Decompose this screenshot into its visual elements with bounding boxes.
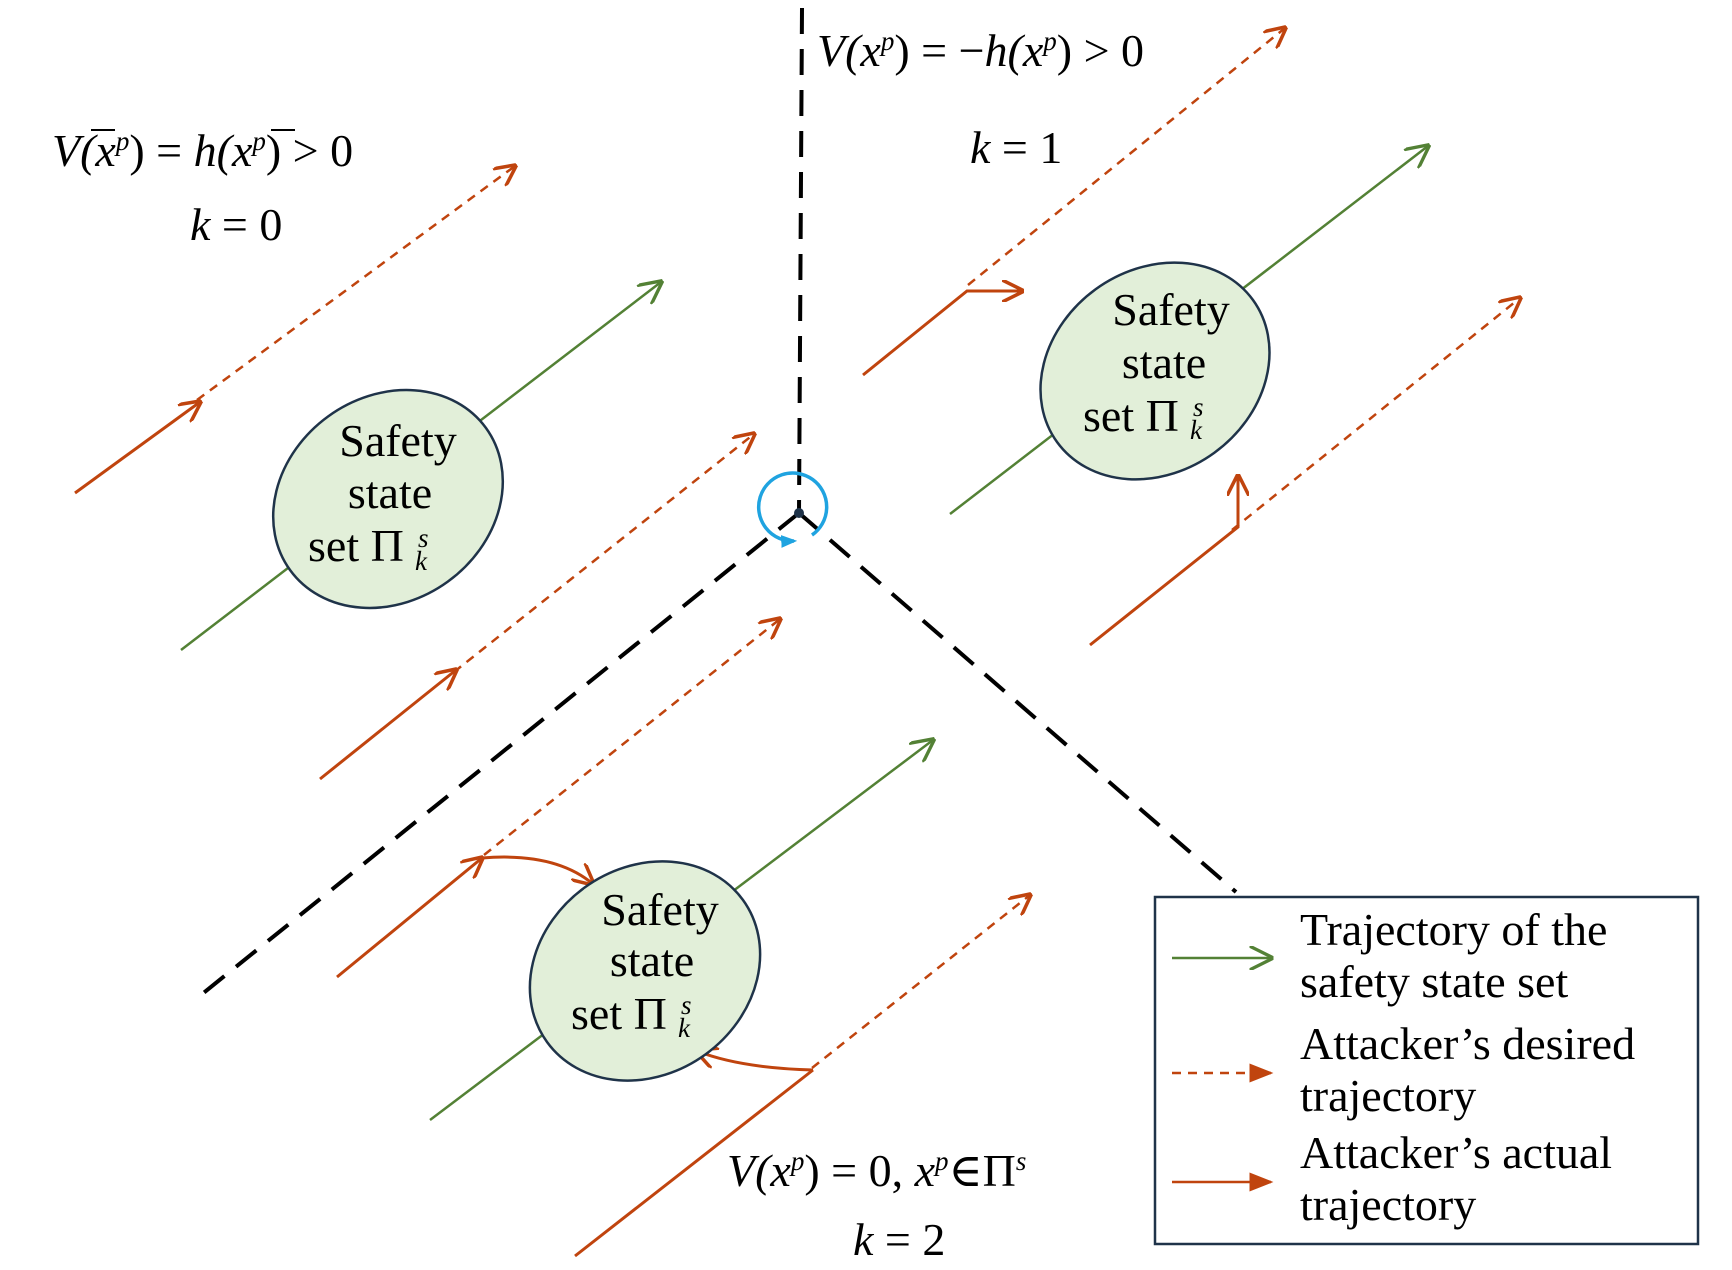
safety-set-label: Safety — [601, 884, 719, 935]
actual-trajectory — [336, 858, 482, 979]
safety-set-ellipse — [528, 860, 762, 1082]
svg-text:state: state — [610, 935, 694, 986]
safety-set-label: set Π — [1083, 390, 1179, 441]
legend-label: trajectory — [1300, 1179, 1476, 1230]
svg-text:Safety: Safety — [339, 415, 457, 466]
safety-set-ellipse — [1039, 261, 1271, 481]
desired-trajectory — [811, 895, 1030, 1069]
actual-trajectory — [697, 1051, 814, 1072]
safety-set-sup: s — [418, 523, 429, 553]
safety-set-label: set Π — [571, 988, 667, 1039]
legend-label: Attacker’s desired — [1300, 1018, 1635, 1069]
region-label-k0: V(xp) = h(xp) > 0 k = 0 — [52, 125, 353, 250]
actual-trajectory — [862, 291, 1022, 377]
safety-set-label: state — [610, 935, 694, 986]
safety-set-label: state — [1122, 337, 1206, 388]
safety-set-sup: s — [681, 990, 692, 1020]
condition-k1: V(xp) = −h(xp) > 0 — [817, 25, 1144, 76]
safety-set-label: Safety — [339, 415, 457, 466]
actual-trajectory — [1089, 476, 1238, 647]
rotation-icon — [756, 471, 829, 548]
svg-text:set Π: set Π — [571, 988, 667, 1039]
actual-trajectory — [574, 1068, 814, 1258]
region-label-k1: V(xp) = −h(xp) > 0 k = 1 — [817, 25, 1144, 173]
desired-trajectories — [196, 28, 1520, 1069]
desired-trajectory — [483, 619, 780, 856]
svg-text:state: state — [348, 467, 432, 518]
condition-k0: V(xp) = h(xp) > 0 — [52, 125, 353, 176]
svg-text:set Π: set Π — [308, 520, 404, 571]
legend: Trajectory of the safety state set Attac… — [1153, 895, 1700, 1246]
safety-set-sup: s — [1193, 392, 1204, 422]
safety-set-label: Safety — [1112, 284, 1230, 335]
safety-set-k1: Safety state set Π s k — [1039, 261, 1271, 481]
safety-set-sub: k — [1190, 415, 1203, 445]
legend-box — [1153, 895, 1700, 1246]
legend-label: safety state set — [1300, 956, 1568, 1007]
legend-label: Attacker’s actual — [1300, 1127, 1612, 1178]
safety-set-ellipse — [271, 388, 505, 610]
safety-set-sub: k — [415, 546, 428, 576]
svg-text:state: state — [1122, 337, 1206, 388]
desired-trajectory — [196, 166, 515, 402]
safety-set-sub: k — [678, 1013, 691, 1043]
actual-trajectories — [74, 291, 1238, 1258]
safety-set-label: set Π — [308, 520, 404, 571]
desired-trajectory — [967, 28, 1285, 286]
actual-trajectory — [319, 670, 456, 781]
safety-set-k2: Safety state set Π s k — [528, 860, 762, 1082]
desired-trajectory — [1231, 298, 1520, 531]
k-value-k1: k = 1 — [970, 122, 1062, 173]
region-boundaries — [194, 7, 1238, 1001]
safety-set-k0: Safety state set Π s k — [271, 388, 505, 610]
svg-text:Safety: Safety — [601, 884, 719, 935]
boundary-lower-left — [194, 511, 801, 1001]
svg-text:Safety: Safety — [1112, 284, 1230, 335]
k-value-k2: k = 2 — [853, 1214, 945, 1265]
boundary-vertical — [797, 7, 804, 514]
svg-text:set Π: set Π — [1083, 390, 1179, 441]
boundary-lower-right — [797, 511, 1238, 894]
actual-trajectory — [74, 402, 200, 495]
condition-k2: V(xp) = 0, xp∈Πs — [727, 1145, 1026, 1196]
legend-label: trajectory — [1300, 1070, 1476, 1121]
junction-point — [794, 508, 804, 518]
k-value-k0: k = 0 — [190, 199, 282, 250]
actual-trajectory — [481, 855, 593, 884]
safety-set-label: state — [348, 467, 432, 518]
region-label-k2: V(xp) = 0, xp∈Πs k = 2 — [727, 1145, 1026, 1265]
legend-label: Trajectory of the — [1300, 904, 1607, 955]
